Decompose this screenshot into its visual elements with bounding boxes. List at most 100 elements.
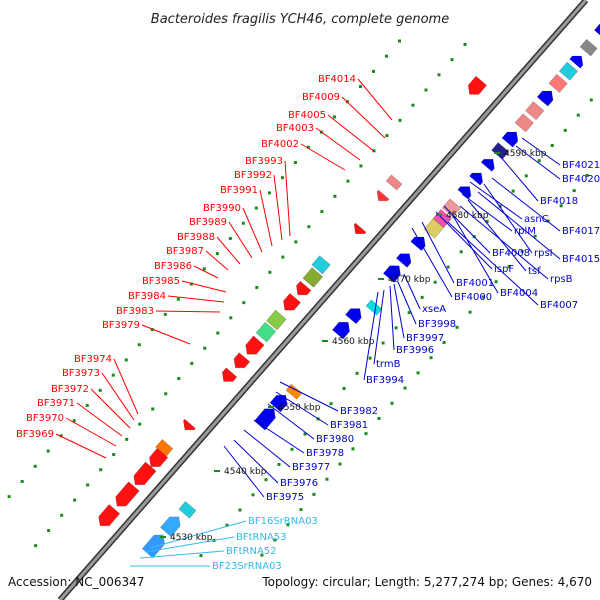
ruler-dot <box>368 356 372 360</box>
accession-text: Accession: NC_006347 <box>8 575 144 589</box>
ruler-dot <box>267 191 271 195</box>
ruler-dot <box>228 236 232 240</box>
ruler-dot <box>346 179 350 183</box>
ruler-dot <box>537 159 541 163</box>
ruler-dot <box>268 270 272 274</box>
ruler-dot <box>286 523 290 527</box>
gene-label-red: BF3993 <box>245 156 283 167</box>
ruler-dot <box>481 295 485 299</box>
gene-feature <box>441 198 462 218</box>
leader-line <box>393 283 405 339</box>
gene-label-blue: BF4020 <box>562 174 600 185</box>
ruler-dot <box>7 495 11 499</box>
ruler-dot <box>216 331 220 335</box>
gene-feature <box>331 321 350 340</box>
gene-label-cyan: BFtRNA52 <box>226 546 277 557</box>
gene-feature <box>536 90 554 107</box>
gene-label-blue: tsf <box>528 266 541 277</box>
ruler-dot <box>520 249 524 253</box>
gene-label-red: BF3979 <box>102 320 140 331</box>
gene-label-blue: BF3976 <box>280 478 318 489</box>
gene-feature <box>155 438 174 457</box>
ruler-dot <box>546 219 550 223</box>
leader-line <box>155 310 221 313</box>
gene-label-red: BF4002 <box>261 139 299 150</box>
leader-line <box>483 183 533 254</box>
gene-feature <box>178 501 197 519</box>
leader-line <box>284 160 291 237</box>
ruler-dot <box>338 462 342 466</box>
gene-feature <box>501 131 519 148</box>
leader-line <box>357 78 393 121</box>
gene-feature <box>593 23 600 36</box>
leader-line <box>363 291 379 381</box>
gene-label-cyan: BFtRNA53 <box>236 532 287 543</box>
ruler-dot <box>294 240 298 244</box>
ruler-dot <box>416 371 420 375</box>
ruler-dot <box>585 173 589 177</box>
gene-label-red: BF3970 <box>26 413 64 424</box>
ruler-dot <box>437 73 441 77</box>
gene-label-blue: BF4008 <box>492 248 530 259</box>
leader-line <box>145 536 235 553</box>
ruler-dot <box>403 386 407 390</box>
gene-label-blue: ispF <box>494 264 514 275</box>
gene-label-blue: BF3982 <box>340 406 378 417</box>
gene-features <box>98 23 600 559</box>
gene-feature <box>160 516 181 538</box>
leader-line <box>435 211 493 270</box>
leader-line <box>327 114 376 153</box>
leader-line <box>141 324 191 345</box>
leader-line <box>243 429 291 468</box>
leader-line <box>167 295 225 303</box>
ruler-dot <box>138 422 142 426</box>
leader-line <box>491 177 561 232</box>
gene-feature <box>514 113 534 133</box>
gene-feature <box>283 292 301 311</box>
ruler-dot <box>446 265 450 269</box>
ruler-dot <box>576 113 580 117</box>
gene-label-red: BF3985 <box>142 276 180 287</box>
gene-label-red: BF3984 <box>128 291 166 302</box>
ruler-dot <box>563 128 567 132</box>
gene-feature <box>233 352 251 369</box>
leader-line <box>389 285 395 351</box>
tick-label: 4580 kbp <box>446 211 489 221</box>
gene-label-blue: BF3977 <box>292 462 330 473</box>
leader-line <box>397 281 417 325</box>
ruler-dot <box>390 401 394 405</box>
ruler-dot <box>281 255 285 259</box>
gene-feature <box>115 481 140 507</box>
leader-line <box>521 137 561 166</box>
gene-label-blue: BF3978 <box>306 448 344 459</box>
leader-line <box>477 191 561 260</box>
ruler-dot <box>398 118 402 122</box>
leader-line <box>279 381 339 412</box>
leader-line <box>447 221 539 306</box>
ruler-dot <box>111 373 115 377</box>
ruler-dot <box>371 69 375 73</box>
ruler-dot <box>215 252 219 256</box>
ruler-dot <box>385 134 389 138</box>
ruler-dot <box>407 311 411 315</box>
gene-feature <box>302 267 324 288</box>
summary-text: Topology: circular; Length: 5,277,274 bp… <box>261 575 592 589</box>
ruler-dot <box>381 341 385 345</box>
tick-label: 4570 kbp <box>388 275 431 285</box>
leader-line <box>411 227 453 298</box>
ruler-dots <box>7 39 593 558</box>
gene-feature <box>345 308 362 325</box>
ruler-dot <box>450 58 454 62</box>
leader-line <box>341 96 386 139</box>
ruler-dot <box>199 554 203 558</box>
ruler-dot <box>238 508 242 512</box>
ruler-dot <box>125 437 129 441</box>
gene-feature <box>385 174 403 191</box>
ruler-dot <box>498 204 502 208</box>
leader-line <box>223 445 265 498</box>
gene-feature <box>525 101 545 121</box>
ruler-dot <box>273 538 277 542</box>
gene-label-red: BF3990 <box>203 203 241 214</box>
gene-feature <box>480 159 495 172</box>
